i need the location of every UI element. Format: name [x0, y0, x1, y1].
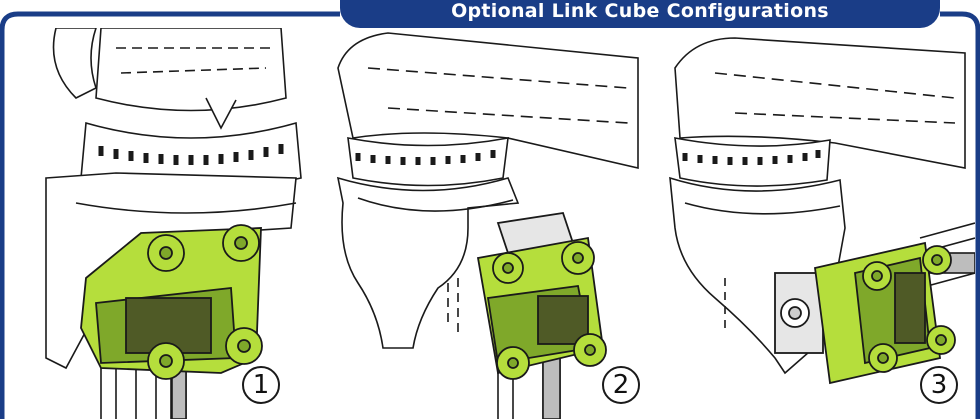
configuration-number-1: 1: [242, 366, 280, 404]
bearing-ring: [674, 137, 831, 187]
link-cube-2: [476, 211, 607, 380]
configuration-number-label: 2: [612, 370, 630, 400]
profile-rail: [497, 358, 561, 419]
configuration-number-3: 3: [920, 366, 958, 404]
configuration-number-2: 2: [602, 366, 640, 404]
robot-arm-joint: [95, 28, 287, 112]
link-cube-1: [80, 224, 263, 380]
ring-teeth: [98, 144, 284, 165]
configuration-panel-1: [45, 28, 302, 419]
figure-title-tab: Optional Link Cube Configurations: [340, 0, 940, 28]
mount-plate: [336, 176, 520, 349]
configuration-number-label: 1: [252, 370, 270, 400]
configuration-panel-3: [669, 37, 975, 385]
link-cube-3: [774, 241, 956, 385]
profile-rail: [100, 348, 187, 419]
robot-arm-body: [52, 28, 97, 99]
robot-arm-body: [674, 37, 966, 169]
figure-title: Optional Link Cube Configurations: [451, 0, 829, 22]
configuration-panel-2: [336, 32, 639, 419]
configuration-number-label: 3: [930, 370, 948, 400]
bearing-ring: [347, 137, 509, 187]
